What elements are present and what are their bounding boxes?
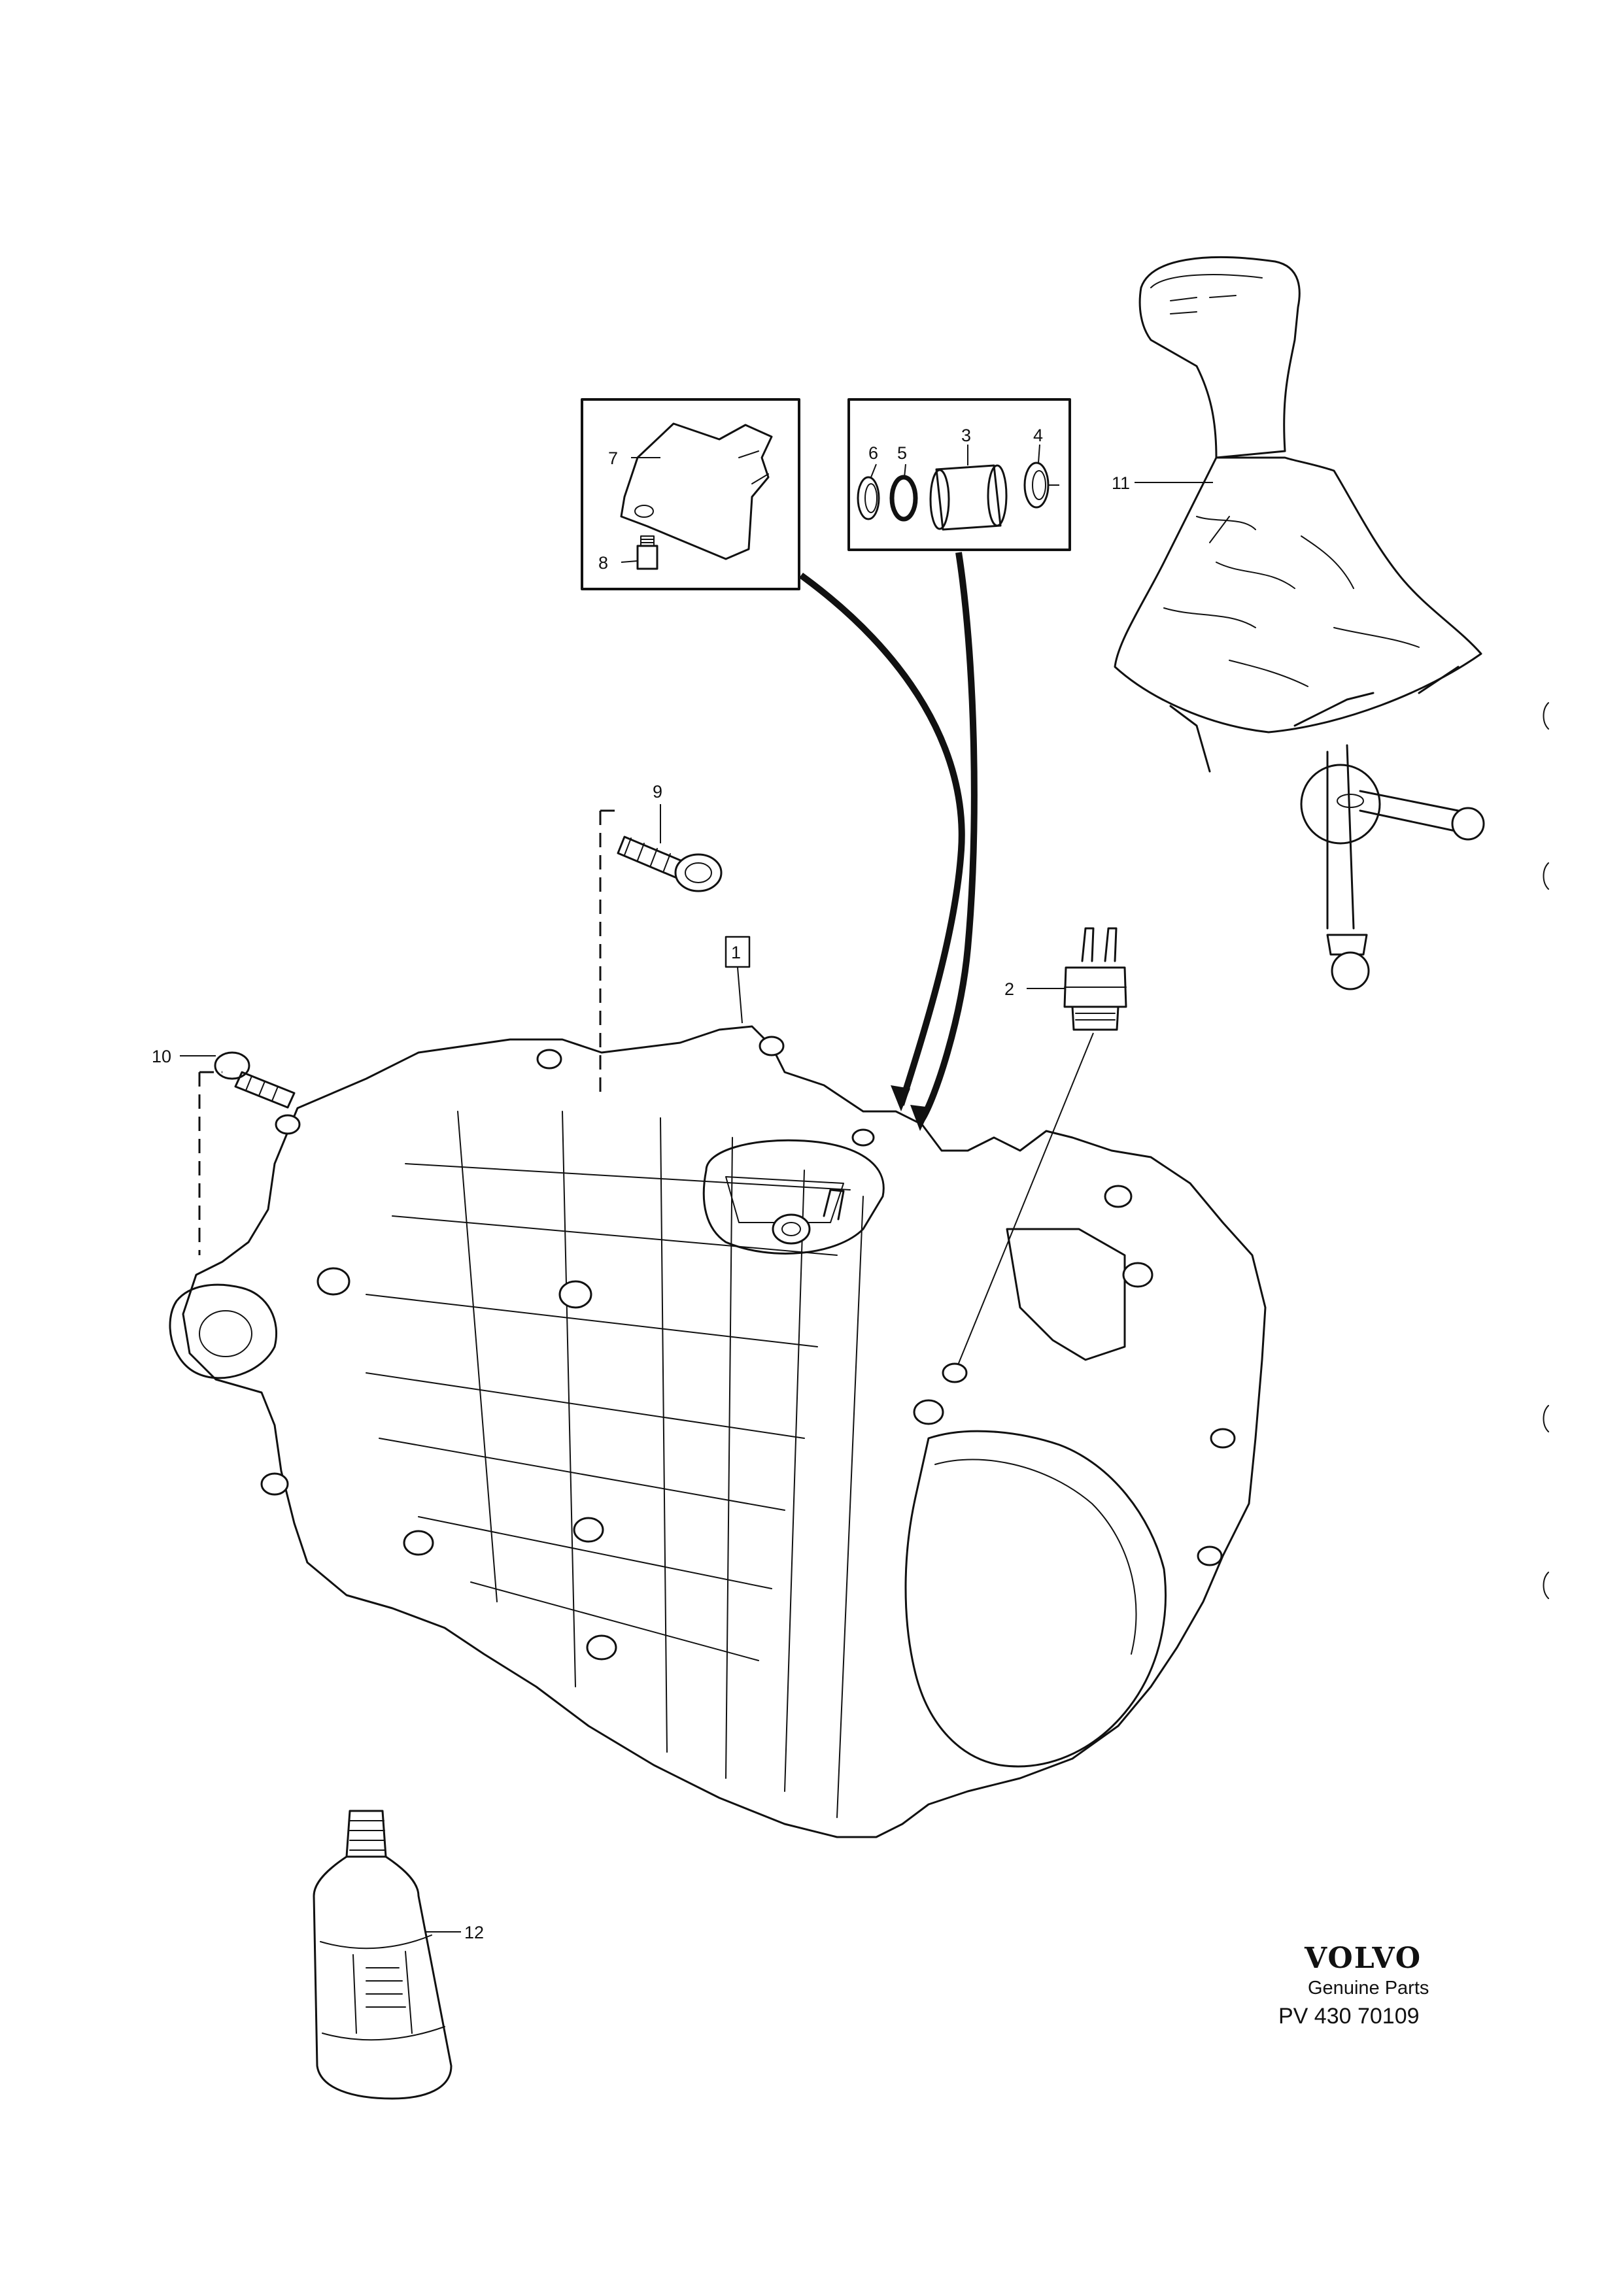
oring-5-drawing [889,475,918,522]
screw-8-drawing [636,535,658,570]
callout-2: 2 [1004,979,1014,999]
bracket-7-drawing [620,422,773,560]
callout-8: 8 [598,553,608,573]
callout-11: 11 [1112,473,1130,493]
gear-boot [1114,456,1482,773]
callout-7: 7 [608,448,618,468]
detail-pointers [799,552,978,1131]
volvo-logo: VOLVO [1304,1942,1422,1975]
gearbox-assembly-1: 1 [169,936,1267,1838]
detail-box-seals: 6 5 3 4 [847,398,1071,551]
callout-6: 6 [868,443,878,463]
screw-9: 9 [599,782,723,1098]
callout-12: 12 [464,1923,484,1942]
branding: VOLVO Genuine Parts PV 430 70109 [1278,1942,1429,2029]
gear-lever-11: 11 [1112,256,1485,990]
seal-4-drawing [1023,462,1059,509]
callout-5: 5 [897,443,907,463]
detail-box-bracket: 7 8 [581,398,800,590]
callout-3: 3 [961,426,971,445]
bushing-3-drawing [929,464,1008,531]
scan-marks [1543,702,1549,1599]
genuine-parts-label: Genuine Parts [1308,1978,1429,1999]
oil-bottle-12: 12 [313,1810,484,2100]
seal-6-drawing [857,476,880,520]
callout-9: 9 [653,782,662,802]
callout-4: 4 [1033,426,1043,445]
gearbox-bolts [260,1036,1236,1661]
screw-10: 10 [152,1047,296,1255]
gear-knob [1138,256,1301,459]
diagram-code: PV 430 70109 [1278,2004,1420,2029]
callout-1: 1 [731,943,741,962]
callout-10: 10 [152,1047,171,1066]
gearbox-housing [169,1025,1267,1838]
switch-2: 2 [954,927,1127,1374]
gear-shaft [1300,744,1485,990]
